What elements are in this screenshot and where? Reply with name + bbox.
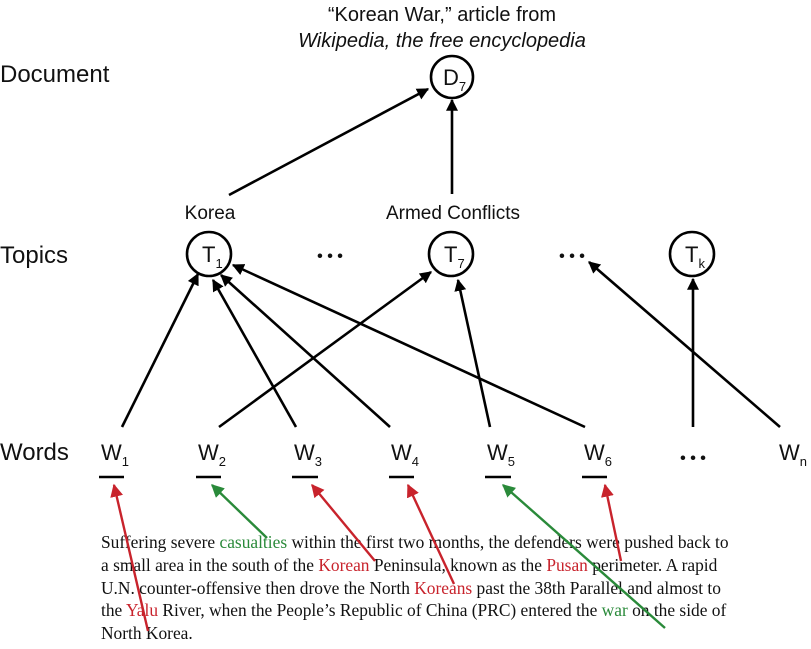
layer-label-document: Document [0, 61, 110, 88]
passage-text: U.N. counter-offensive then drove the No… [101, 577, 415, 598]
document-node-d7: D7 [429, 54, 475, 100]
svg-text:W6: W6 [584, 440, 612, 469]
highlighted-word-korea-topic: Pusan [546, 554, 588, 575]
passage-text: perimeter. A rapid [587, 554, 718, 575]
passage-text: the [101, 600, 126, 621]
topic-node-t1: T1 [185, 230, 233, 278]
word-node-w3: W3 [292, 440, 322, 479]
svg-text:W3: W3 [294, 440, 322, 469]
passage-text: past the 38th Parallel and almost to [472, 577, 721, 598]
svg-text:W4: W4 [391, 440, 419, 469]
edge-w2-to-t7 [218, 270, 432, 429]
passage-text: North Korea. [101, 623, 193, 644]
svg-text:W1: W1 [101, 440, 129, 469]
topic-label-armed-conflicts: Armed Conflicts [386, 203, 520, 224]
edge-w5-to-t7 [454, 278, 492, 428]
edge-t1-to-d7 [228, 87, 430, 197]
svg-text:Wn: Wn [779, 440, 807, 469]
svg-text:W2: W2 [198, 440, 226, 469]
word-node-w5: W5 [485, 440, 515, 479]
svg-text:Tk: Tk [685, 242, 705, 271]
topic-label-korea: Korea [185, 203, 236, 224]
highlighted-word-korea-topic: Koreans [414, 577, 473, 598]
svg-text:T1: T1 [202, 242, 223, 271]
edge-w6-to-t1 [231, 263, 586, 429]
svg-text:D7: D7 [443, 65, 466, 94]
topics-ellipsis-1: • • • [317, 248, 343, 265]
svg-text:W5: W5 [487, 440, 515, 469]
passage-line: the Yalu River, when the People’s Republ… [101, 599, 811, 622]
word-node-wn: Wn [779, 440, 807, 469]
passage-text: River, when the People’s Republic of Chi… [158, 600, 602, 621]
word-node-w1: W1 [99, 440, 129, 479]
edge-w1-to-t1 [120, 272, 200, 428]
passage-text: within the first two months, the defende… [287, 532, 729, 552]
passage-text: on the side of [627, 600, 727, 621]
topics-ellipsis-2: • • • [559, 248, 585, 265]
highlighted-word-conflict-topic: war [601, 600, 628, 621]
svg-text:T7: T7 [444, 242, 465, 271]
words-ellipsis: • • • [680, 450, 706, 467]
edge-w3-to-t1 [211, 278, 298, 428]
topic-node-t7: T7 [427, 230, 475, 278]
passage-text: Peninsula, known as the [369, 554, 547, 575]
passage-text: a small area in the south of the [101, 554, 319, 575]
layer-label-words: Words [0, 439, 69, 466]
document-title-line-1: “Korean War,” article from [328, 4, 556, 26]
document-title-line-2: Wikipedia, the free encyclopedia [298, 30, 586, 52]
passage-line: U.N. counter-offensive then drove the No… [101, 577, 811, 600]
passage-line: North Korea. [101, 622, 811, 645]
layer-label-topics: Topics [0, 242, 68, 269]
edge-wn-to-dots [588, 261, 781, 428]
highlighted-word-korea-topic: Yalu [125, 600, 159, 621]
highlighted-word-conflict-topic: casualties [219, 532, 288, 552]
passage-line: Suffering severe casualties within the f… [101, 531, 811, 554]
article-passage: Suffering severe casualties within the f… [101, 531, 811, 645]
passage-text: Suffering severe [101, 532, 220, 552]
edge-w4-to-t1 [220, 274, 391, 428]
word-node-w4: W4 [389, 440, 419, 479]
word-node-w6: W6 [582, 440, 612, 479]
passage-line: a small area in the south of the Korean … [101, 554, 811, 577]
word-node-w2: W2 [196, 440, 226, 479]
highlighted-word-korea-topic: Korean [318, 554, 370, 575]
topic-node-tk: Tk [668, 230, 716, 278]
